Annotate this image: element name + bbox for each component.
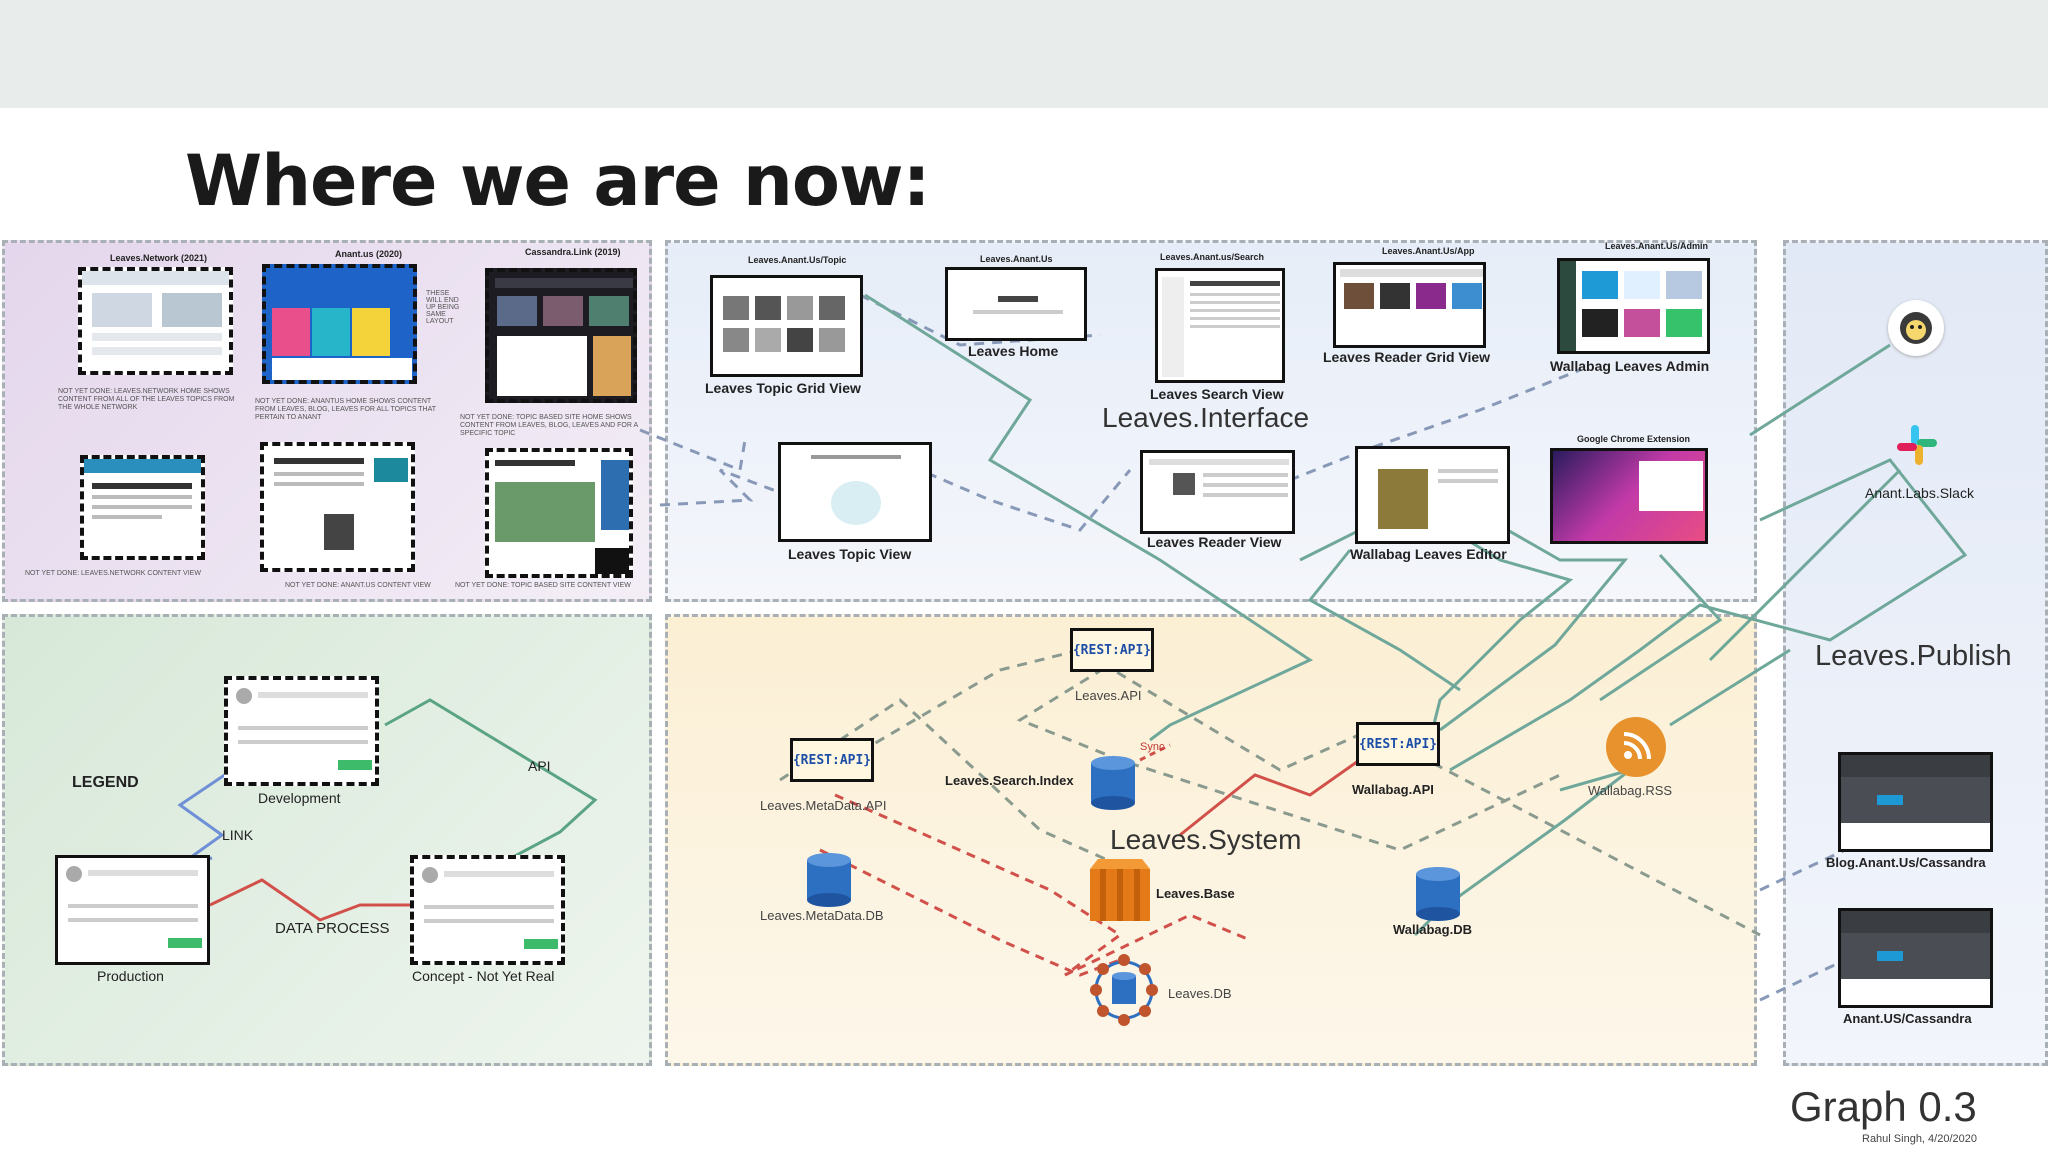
label-anant-cassandra: Anant.US/Cassandra (1843, 1011, 1972, 1026)
label-metadata-api: Leaves.MetaData.API (760, 798, 887, 813)
leaves-network-home-thumbnail[interactable] (78, 267, 233, 375)
metadata-api-box[interactable]: {REST:API} (790, 738, 874, 782)
label-leaves-db: Leaves.DB (1168, 986, 1232, 1001)
label-reader-view: Leaves Reader View (1147, 534, 1282, 550)
caption-search-url: Leaves.Anant.us/Search (1160, 252, 1265, 262)
api-dashed-path-2 (779, 698, 1133, 902)
legend-edge-api: API (528, 758, 551, 774)
label-search-view: Leaves Search View (1150, 386, 1284, 402)
label-blog-cassandra: Blog.Anant.Us/Cassandra (1826, 855, 1986, 870)
label-topic-grid-view: Leaves Topic Grid View (705, 380, 861, 396)
anant-us-content-thumbnail[interactable] (260, 442, 415, 572)
legend-api-line (384, 698, 598, 882)
rss-icon (1606, 717, 1666, 777)
caption-home-url: Leaves.Anant.Us (980, 254, 1053, 264)
cassandra-link-content-thumbnail[interactable] (485, 448, 633, 578)
label-search-index: Leaves.Search.Index (945, 773, 1074, 788)
cassandra-link-home-thumbnail[interactable] (485, 268, 637, 403)
label-leaves-base: Leaves.Base (1156, 886, 1235, 901)
author-date: Rahul Singh, 4/20/2020 (1862, 1133, 1977, 1145)
iface-link-2 (659, 453, 1132, 532)
label-wallabag-db: Wallabag.DB (1393, 922, 1472, 937)
legend-data-process-line (209, 878, 410, 922)
iface-api-4 (1307, 549, 1461, 692)
publish-links (1759, 848, 1846, 1002)
metadata-database-icon (806, 852, 852, 908)
publish-api-2 (1669, 468, 1902, 727)
label-wallabag-editor: Wallabag Leaves Editor (1350, 546, 1507, 562)
label-wallabag-rss: Wallabag.RSS (1588, 783, 1673, 798)
iface-link-4 (639, 428, 747, 473)
wallabag-database-icon (1415, 866, 1461, 922)
site-header-cassandra-link: Cassandra.Link (2019) (525, 247, 621, 257)
region-label-leaves-system: Leaves.System (1110, 824, 1302, 855)
blog-cassandra-thumbnail[interactable] (1838, 752, 1993, 852)
wallabag-api-box[interactable]: {REST:API} (1356, 722, 1440, 766)
data-process-dashed-1 (834, 793, 1251, 977)
caption-topic-url: Leaves.Anant.Us/Topic (748, 255, 847, 265)
anant-cassandra-thumbnail[interactable] (1838, 908, 1993, 1008)
legend-development-thumbnail (224, 676, 379, 786)
sync-edge-label: Sync (1140, 741, 1165, 753)
slack-icon (1895, 423, 1939, 467)
same-layout-note: THESE WILL END UP BEING SAME LAYOUT (426, 290, 460, 325)
iface-api-3 (1599, 553, 1723, 702)
caption-admin-url: Leaves.Anant.Us/Admin (1605, 241, 1709, 251)
leaves-api-box[interactable]: {REST:API} (1070, 628, 1154, 672)
note-leaves-network-home: NOT YET DONE: LEAVES.NETWORK HOME SHOWS … (58, 388, 235, 411)
legend-label-development: Development (258, 790, 341, 806)
site-header-leaves-network: Leaves.Network (2021) (110, 253, 208, 263)
region-label-leaves-publish: Leaves.Publish (1815, 640, 2012, 672)
label-anant-labs-slack: Anant.Labs.Slack (1865, 485, 1974, 501)
leaves-db-cluster-icon (1086, 952, 1162, 1028)
legend-concept-thumbnail (410, 855, 565, 965)
leaves-base-storage-icon (1084, 855, 1156, 927)
iface-api-1 (864, 293, 1314, 742)
top-band (0, 0, 2048, 108)
iface-api-5 (1419, 478, 1629, 732)
region-leaves-system (665, 614, 1757, 1066)
legend-edge-data-process: DATA PROCESS (275, 920, 390, 937)
chrome-extension-thumbnail[interactable] (1550, 448, 1708, 544)
legend-title: LEGEND (72, 774, 139, 791)
leaves-topic-grid-thumbnail[interactable] (710, 275, 863, 377)
note-topic-site-content: NOT YET DONE: TOPIC BASED SITE CONTENT V… (455, 582, 631, 589)
legend-edge-link: LINK (222, 827, 254, 843)
leaves-network-content-thumbnail[interactable] (80, 455, 205, 560)
leaves-topic-view-thumbnail[interactable] (778, 442, 932, 542)
wallabag-editor-thumbnail[interactable] (1355, 446, 1510, 544)
region-label-leaves-interface: Leaves.Interface (1102, 402, 1310, 433)
label-leaves-home: Leaves Home (968, 343, 1059, 359)
label-leaves-api: Leaves.API (1075, 688, 1142, 703)
data-process-solid-1 (1179, 733, 1396, 837)
note-anant-us-content: NOT YET DONE: ANANT.US CONTENT VIEW (285, 582, 431, 589)
note-anant-us-home: NOT YET DONE: ANANTUS HOME SHOWS CONTENT… (255, 398, 436, 421)
graph-version: Graph 0.3 (1790, 1083, 1977, 1130)
leaves-reader-grid-thumbnail[interactable] (1333, 262, 1486, 348)
search-index-database-icon (1090, 755, 1136, 811)
site-header-anant-us: Anant.us (2020) (335, 249, 403, 259)
sync-line (1139, 743, 1171, 762)
leaves-reader-view-thumbnail[interactable] (1140, 450, 1295, 534)
anant-us-home-thumbnail[interactable] (262, 264, 417, 384)
legend-label-concept: Concept - Not Yet Real (412, 968, 555, 984)
leaves-home-thumbnail[interactable] (945, 267, 1087, 341)
caption-chrome-extension: Google Chrome Extension (1577, 434, 1691, 444)
legend-label-production: Production (97, 968, 164, 984)
note-leaves-network-content: NOT YET DONE: LEAVES.NETWORK CONTENT VIE… (25, 570, 201, 577)
label-wallabag-admin: Wallabag Leaves Admin (1550, 358, 1710, 374)
leaves-search-thumbnail[interactable] (1155, 268, 1285, 383)
mailchimp-icon (1888, 300, 1944, 356)
label-wallabag-api: Wallabag.API (1352, 782, 1434, 797)
label-metadata-db: Leaves.MetaData.DB (760, 908, 884, 923)
note-topic-site-home: NOT YET DONE: TOPIC BASED SITE HOME SHOW… (460, 414, 638, 437)
label-reader-grid-view: Leaves Reader Grid View (1323, 349, 1491, 365)
wallabag-admin-thumbnail[interactable] (1557, 258, 1710, 354)
publish-api-1 (1449, 343, 1968, 772)
caption-app-url: Leaves.Anant.Us/App (1382, 246, 1475, 256)
legend-production-thumbnail (55, 855, 210, 965)
slide-title: Where we are now: (185, 140, 931, 222)
label-topic-view: Leaves Topic View (788, 546, 912, 562)
